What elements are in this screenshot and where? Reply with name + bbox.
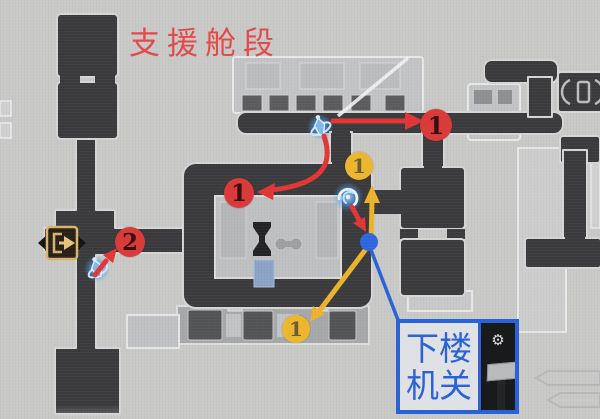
callout-box[interactable]: 下楼 机关 ⚙ <box>396 319 519 414</box>
kiosk-screen <box>486 361 515 382</box>
room-right-b <box>399 238 466 297</box>
blue-crate <box>253 259 275 288</box>
room-left-second <box>56 81 119 140</box>
room-right-a <box>399 166 466 230</box>
marker-red-2-left[interactable]: 2 <box>115 227 145 257</box>
anchor-glyphs <box>560 78 600 106</box>
mechanism-dot-icon[interactable] <box>360 233 378 251</box>
central-room-interior <box>214 195 342 288</box>
statue <box>253 222 271 256</box>
kiosk-stand <box>497 379 505 410</box>
left-cross-complex <box>43 138 188 415</box>
room-left-top <box>56 13 119 78</box>
callout-line1: 下楼 <box>406 329 472 367</box>
callout-label: 下楼 机关 <box>400 323 478 410</box>
room-fade <box>56 380 119 413</box>
marker-red-1-center[interactable]: 1 <box>224 178 254 208</box>
exit-door-icon[interactable] <box>38 225 86 261</box>
gear-icon: ⚙ <box>491 331 505 349</box>
map-title: 支援舱段 <box>129 26 281 61</box>
marker-red-1-topright[interactable]: 1 <box>420 109 452 141</box>
warp-swirl-icon[interactable] <box>333 182 363 212</box>
marker-yellow-1-upper[interactable]: 1 <box>345 152 373 180</box>
callout-connector-line <box>369 249 400 321</box>
light-beam <box>336 56 410 118</box>
marker-yellow-1-lower[interactable]: 1 <box>282 315 310 343</box>
red-routes <box>92 112 424 278</box>
mechanism-photo: ⚙ <box>478 323 515 410</box>
callout-line2: 机关 <box>406 366 472 404</box>
prop <box>274 237 303 251</box>
